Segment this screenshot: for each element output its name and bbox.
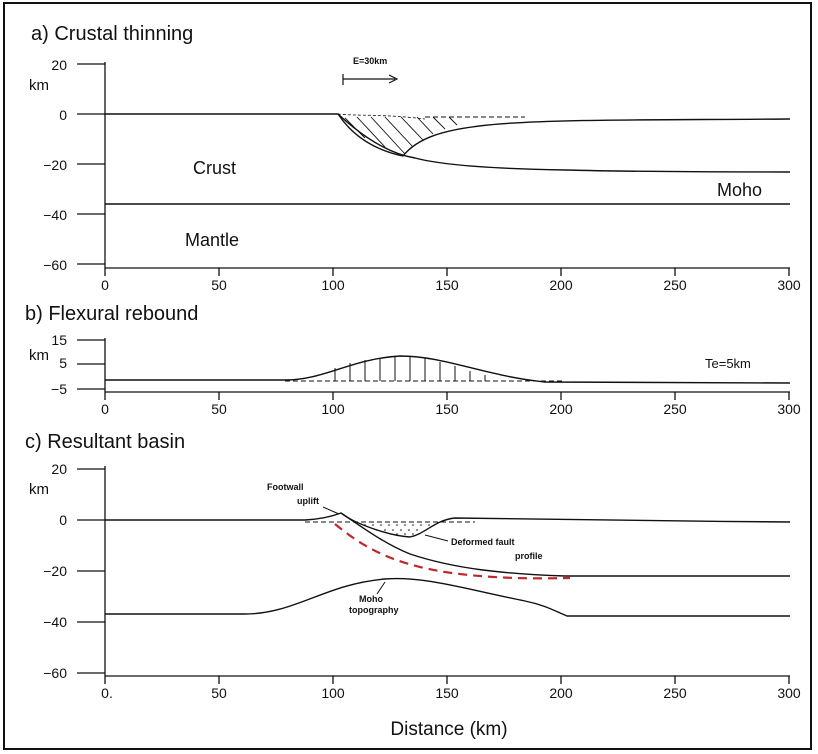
panel-c-title: c) Resultant basin [25, 431, 185, 453]
panel-b-xtick-250: 250 [663, 401, 687, 417]
x-axis-label: Distance (km) [390, 719, 507, 740]
panel-a-xtick-150: 150 [435, 277, 459, 293]
panel-c-moho-topography [105, 577, 790, 617]
extension-label: E=30km [353, 56, 387, 66]
panel-c: c) Resultant basin km 20 0 −20 −40 −60 [25, 431, 801, 740]
panel-a-xtick-100: 100 [321, 277, 345, 293]
panel-b-xtick-50: 50 [211, 401, 227, 417]
panel-c-deformed-fault [340, 512, 790, 577]
panel-b-title: b) Flexural rebound [25, 303, 198, 325]
footwall-pointer [322, 506, 340, 515]
panel-a: a) Crustal thinning km 20 0 −20 −40 −60 [29, 23, 801, 293]
panel-b-xtick-300: 300 [777, 401, 801, 417]
moho-topo-pointer [376, 581, 386, 595]
panel-b-ytick-15: 15 [51, 332, 67, 348]
panel-c-ytick-20: 20 [51, 461, 67, 477]
panel-c-surface [105, 512, 791, 538]
panel-b-xtick-150: 150 [435, 401, 459, 417]
panel-b-xtick-0: 0 [101, 401, 109, 417]
panel-a-ytick-minus20: −20 [43, 157, 67, 173]
panel-b-rebound-curve [105, 355, 791, 384]
fault-label-1: Deformed fault [451, 537, 515, 547]
figure-canvas: a) Crustal thinning km 20 0 −20 −40 −60 [25, 23, 801, 740]
fault-pointer [424, 534, 449, 542]
panel-c-xtick-200: 200 [549, 685, 573, 701]
panel-a-title: a) Crustal thinning [31, 23, 193, 45]
moho-topo-label-2: topography [349, 605, 399, 615]
panel-c-unit: km [29, 481, 49, 498]
mantle-label: Mantle [185, 230, 239, 250]
panel-b-ytick-minus5: −5 [51, 381, 67, 397]
panel-c-xtick-300: 300 [777, 685, 801, 701]
figure-frame: a) Crustal thinning km 20 0 −20 −40 −60 [3, 2, 812, 750]
fault-label-2: profile [515, 551, 543, 561]
te-label: Te=5km [705, 356, 751, 371]
moho-label: Moho [717, 180, 762, 200]
panel-b-xtick-100: 100 [321, 401, 345, 417]
footwall-label-2: uplift [297, 496, 319, 506]
panel-b-xtick-200: 200 [549, 401, 573, 417]
panel-a-xtick-200: 200 [549, 277, 573, 293]
panel-a-ytick-0: 0 [59, 107, 67, 123]
panel-a-hatch [344, 116, 458, 155]
panel-a-xtick-50: 50 [211, 277, 227, 293]
panel-a-moho-raised [337, 113, 791, 173]
panel-a-unit: km [29, 77, 49, 94]
panel-a-xtick-0: 0 [101, 277, 109, 293]
panel-c-xtick-250: 250 [663, 685, 687, 701]
panel-c-xtick-100: 100 [321, 685, 345, 701]
panel-a-surface [105, 113, 791, 157]
panel-c-ytick-minus60: −60 [43, 665, 67, 681]
panel-a-ytick-minus40: −40 [43, 207, 67, 223]
panel-a-ytick-minus60: −60 [43, 257, 67, 273]
moho-topo-label-1: Moho [359, 594, 383, 604]
panel-b-unit: km [29, 347, 49, 364]
panel-a-xtick-300: 300 [777, 277, 801, 293]
panel-c-basin-fill [364, 524, 430, 535]
panel-c-original-fault-red [334, 523, 571, 580]
panel-c-xtick-50: 50 [211, 685, 227, 701]
panel-a-ytick-20: 20 [51, 57, 67, 73]
panel-c-ytick-0: 0 [59, 512, 67, 528]
panel-b: b) Flexural rebound km 15 5 −5 Te=5km [25, 303, 801, 417]
panel-c-ytick-minus20: −20 [43, 563, 67, 579]
panel-a-xtick-250: 250 [663, 277, 687, 293]
panel-b-rebound-hatch [334, 356, 486, 381]
panel-c-ytick-minus40: −40 [43, 614, 67, 630]
crust-label: Crust [193, 158, 236, 178]
panel-b-ytick-5: 5 [59, 355, 67, 371]
footwall-label-1: Footwall [267, 482, 304, 492]
panel-c-xtick-150: 150 [435, 685, 459, 701]
panel-c-xtick-0: 0. [101, 685, 113, 701]
